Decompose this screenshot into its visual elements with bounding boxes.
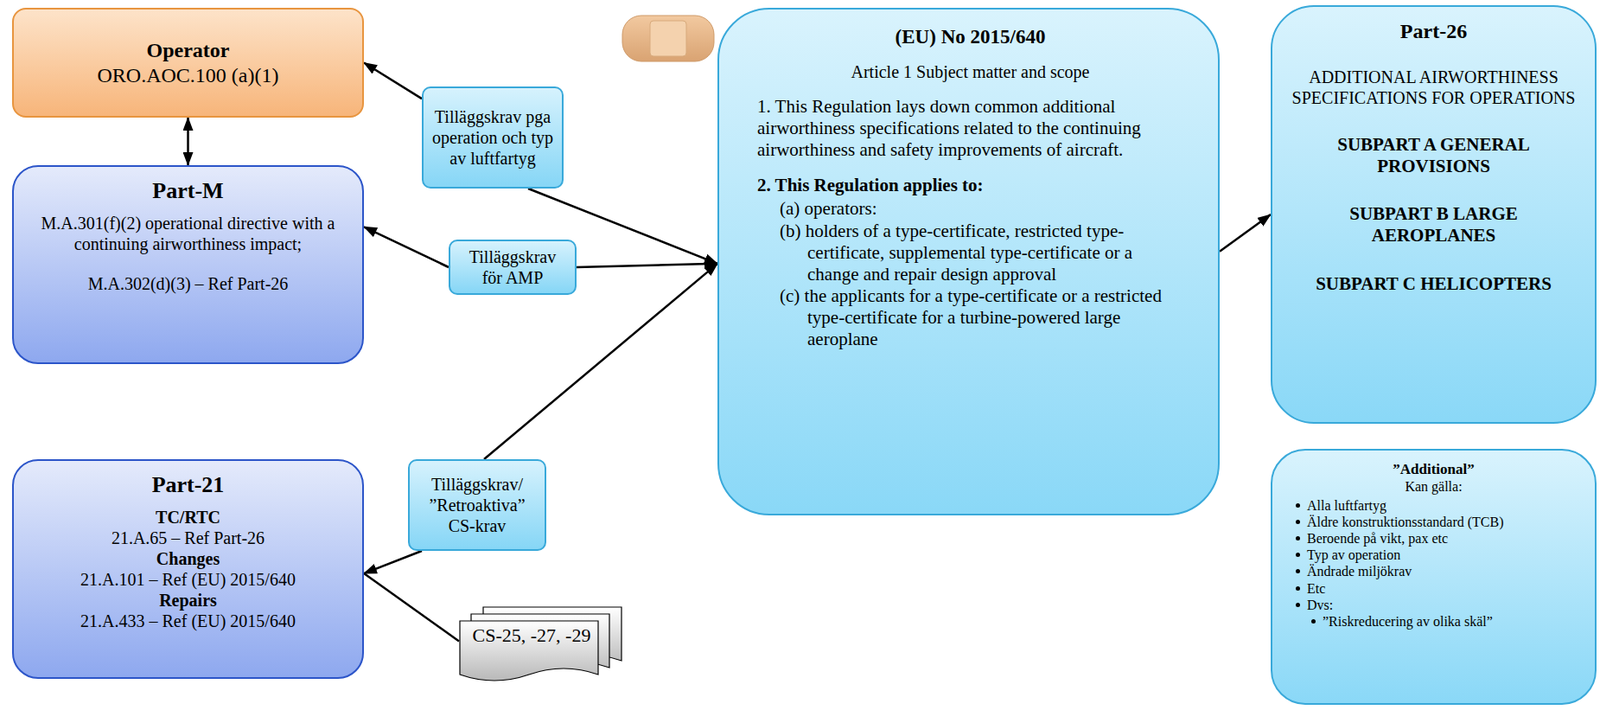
note-box: ”Additional”Kan gälla: Alla luftfartygÄld… [1270, 448, 1597, 705]
node-text: 21.A.433 – Ref (EU) 2015/640 [80, 610, 296, 632]
requirement-label-box: Tilläggskrav för AMP [448, 239, 577, 295]
node-text: Operator [146, 38, 230, 64]
node-text: (EU) No 2015/640 [757, 25, 1184, 50]
node-text: Alla luftfartyg [1293, 497, 1575, 514]
document-stack: CS-25, -27, -29 [458, 605, 624, 685]
connector-arrow [363, 573, 459, 641]
requirement-label-box: Tilläggskrav/ ”Retroaktiva” CS-krav [407, 458, 547, 551]
node-text: ”Additional” [1293, 460, 1575, 479]
node-text: Kan gälla: [1293, 478, 1575, 495]
connector-arrow [363, 550, 422, 574]
node-text: Typ av operation [1293, 546, 1575, 563]
node-text: 1. This Regulation lays down common addi… [757, 95, 1184, 162]
regulation-box: (EU) No 2015/640Article 1 Subject matter… [717, 7, 1220, 516]
node-text: SUBPART C HELICOPTERS [1315, 273, 1552, 295]
node-text: Ändrade miljökrav [1293, 562, 1575, 580]
bandage-picture [622, 15, 714, 62]
regulation-box: Part-21TC/RTC21.A.65 – Ref Part-26Change… [12, 458, 364, 679]
node-text: Repairs [159, 589, 217, 611]
node-text: 2. This Regulation applies to: [757, 174, 1184, 197]
node-text: 21.A.101 – Ref (EU) 2015/640 [80, 568, 296, 590]
connector-arrow [1219, 214, 1271, 252]
node-text: SUBPART A GENERAL PROVISIONS [1289, 133, 1578, 178]
node-text: ORO.AOC.100 (a)(1) [97, 63, 280, 89]
operator-box: OperatorORO.AOC.100 (a)(1) [12, 7, 364, 118]
node-text: (b) holders of a type-certificate, restr… [779, 220, 1184, 287]
node-text: Etc [1293, 580, 1575, 597]
node-text: SUBPART B LARGE AEROPLANES [1289, 203, 1578, 247]
regulation-box: Part-M M.A.301(f)(2) operational directiv… [12, 165, 364, 364]
node-text: (a) operators: [779, 197, 1184, 220]
node-text: Part-21 [152, 471, 225, 498]
node-text: ADDITIONAL AIRWORTHINESS SPECIFICATIONS … [1289, 66, 1578, 109]
node-text: Part-M [152, 177, 224, 204]
node-text: ”Riskreducering av olika skäl” [1308, 612, 1575, 630]
part-box: Part-26ADDITIONAL AIRWORTHINESS SPECIFIC… [1270, 5, 1597, 424]
node-text: Äldre konstruktionsstandard (TCB) [1293, 513, 1575, 530]
node-text: Changes [156, 548, 220, 569]
connector-arrow [363, 226, 449, 268]
connector-arrow [186, 117, 190, 166]
node-text: M.A.302(d)(3) – Ref Part-26 [88, 273, 289, 294]
node-text: (c) the applicants for a type-certificat… [779, 285, 1184, 351]
requirement-label-box: Tilläggskrav pga operation och typ av lu… [421, 86, 564, 189]
node-text: Article 1 Subject matter and scope [757, 61, 1184, 83]
connector-arrow [576, 263, 718, 268]
node-text: TC/RTC [155, 506, 221, 528]
node-text: Tilläggskrav pga operation och typ av lu… [430, 106, 555, 169]
node-text: Tilläggskrav/ ”Retroaktiva” CS-krav [416, 473, 538, 536]
node-text: Dvs: [1293, 596, 1575, 613]
node-text: CS-25, -27, -29 [472, 624, 592, 647]
node-text: M.A.301(f)(2) operational directive with… [29, 212, 347, 255]
node-text: Tilläggskrav för AMP [457, 246, 568, 288]
document-sheet [459, 620, 599, 681]
node-text: Part-26 [1400, 19, 1467, 45]
node-text: 21.A.65 – Ref Part-26 [111, 527, 265, 549]
node-text: Beroende på vikt, pax etc [1293, 529, 1575, 547]
connector-arrow [363, 63, 422, 100]
